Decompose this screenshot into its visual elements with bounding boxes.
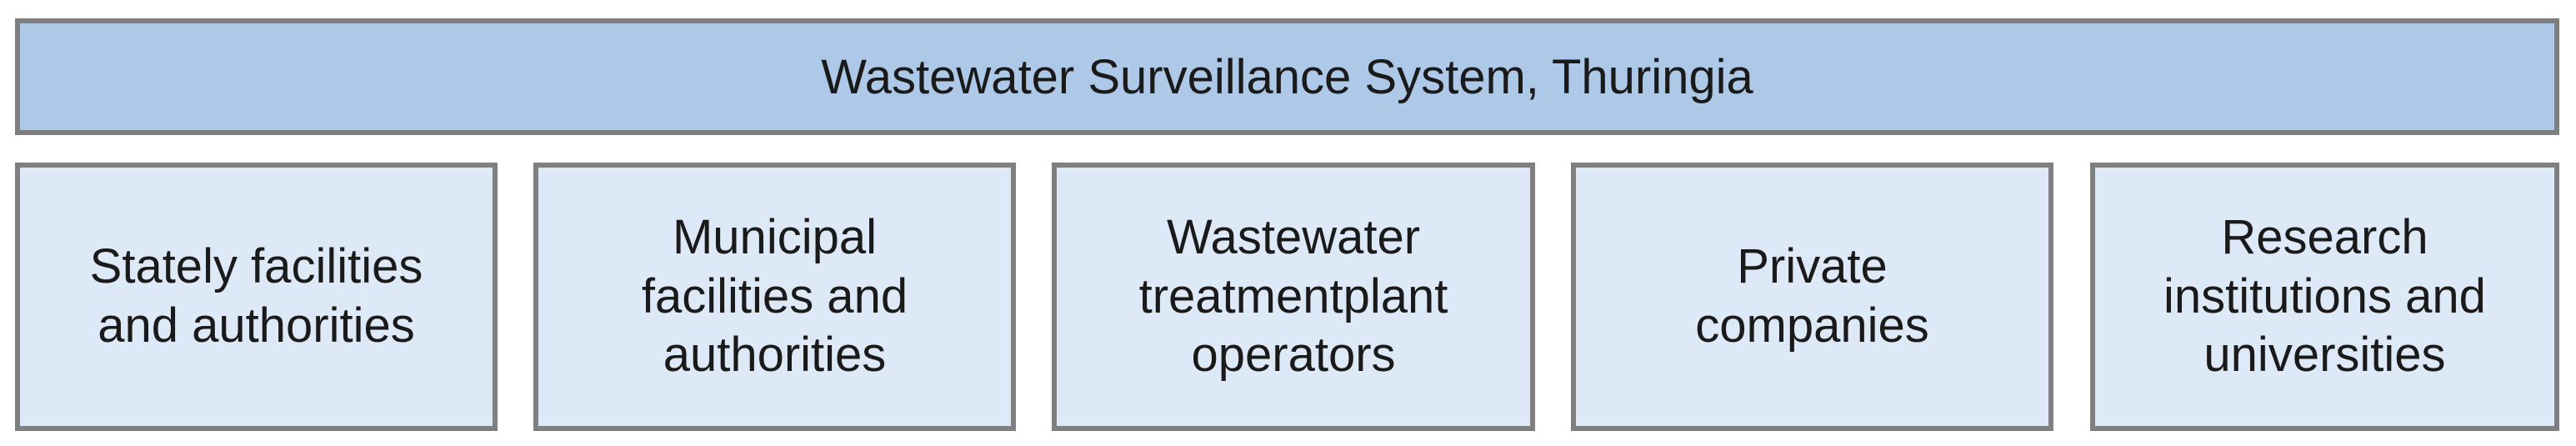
system-title: Wastewater Surveillance System, Thuringi… — [821, 49, 1753, 104]
stakeholder-label: Stately facilities and authorities — [89, 239, 423, 353]
system-header-box: Wastewater Surveillance System, Thuringi… — [15, 18, 2559, 135]
stakeholder-box-stately: Stately facilities and authorities — [15, 163, 498, 431]
stakeholder-label: Municipal facilities and authorities — [641, 209, 908, 383]
stakeholder-box-research: Research institutions and universities — [2090, 163, 2559, 431]
stakeholder-box-municipal: Municipal facilities and authorities — [533, 163, 1016, 431]
stakeholder-label: Wastewater treatmentplant operators — [1138, 209, 1448, 383]
stakeholder-label: Research institutions and universities — [2163, 209, 2486, 383]
stakeholder-box-private-companies: Private companies — [1571, 163, 2053, 431]
stakeholder-box-wastewater-operators: Wastewater treatmentplant operators — [1052, 163, 1535, 431]
stakeholder-label: Private companies — [1695, 239, 1929, 353]
